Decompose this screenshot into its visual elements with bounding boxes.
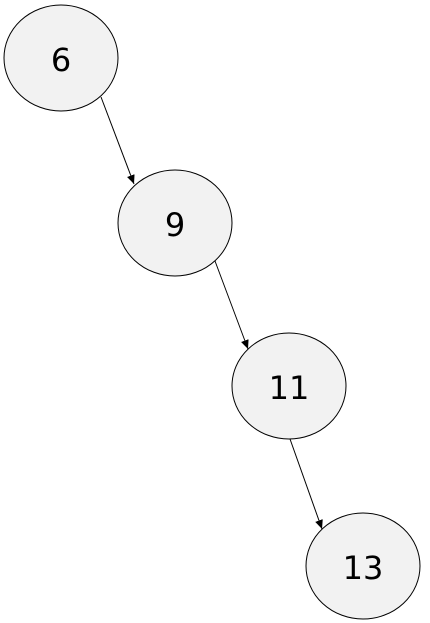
edge-11-to-13 — [289, 438, 323, 530]
node-9-label: 9 — [165, 206, 185, 244]
node-9-circle — [117, 169, 233, 277]
node-11-circle — [231, 332, 347, 440]
node-9: 9 — [117, 169, 233, 277]
node-6-label: 6 — [51, 41, 71, 79]
node-13-label: 13 — [343, 549, 384, 587]
node-6: 6 — [3, 4, 119, 112]
node-11-label: 11 — [269, 369, 310, 407]
edge-9-to-11 — [214, 260, 249, 350]
node-11: 11 — [231, 332, 347, 440]
node-13-circle — [305, 512, 421, 620]
node-6-circle — [3, 4, 119, 112]
node-13: 13 — [305, 512, 421, 620]
edge-6-to-9 — [100, 96, 135, 185]
